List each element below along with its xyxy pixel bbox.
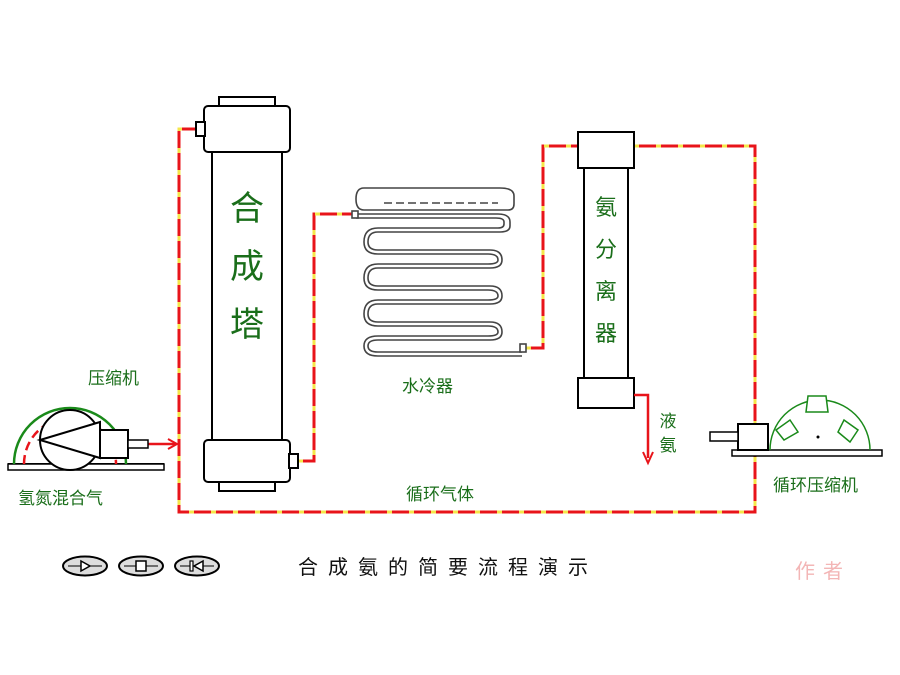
cooler-label: 水冷器 [402, 377, 453, 397]
recycle-compressor-label: 循环压缩机 [773, 476, 858, 496]
rewind-icon [189, 559, 204, 573]
author-watermark: 作者 [795, 559, 851, 583]
play-button[interactable] [62, 555, 108, 577]
diagram-caption: 合成氨的简要流程演示 [298, 555, 598, 579]
liquid-ammonia-drain [634, 393, 654, 466]
stop-button[interactable] [118, 555, 164, 577]
compressor-label: 压缩机 [88, 369, 139, 389]
water-cooler [351, 187, 527, 357]
separator-label: 氨分离器 [594, 196, 617, 347]
stop-icon [135, 560, 147, 572]
ammonia-separator [577, 131, 635, 409]
compressor [7, 406, 165, 471]
feed-gas-label: 氢氮混合气 [18, 489, 103, 509]
synthesis-tower [195, 96, 299, 492]
recycle-gas-label: 循环气体 [406, 485, 474, 505]
tower-label: 合成塔 [230, 189, 264, 345]
recycle-compressor [709, 395, 883, 457]
rewind-button[interactable] [174, 555, 220, 577]
play-icon [80, 559, 92, 573]
liquid-ammonia-label: 液氨 [659, 412, 677, 456]
pipe-network [148, 127, 757, 514]
